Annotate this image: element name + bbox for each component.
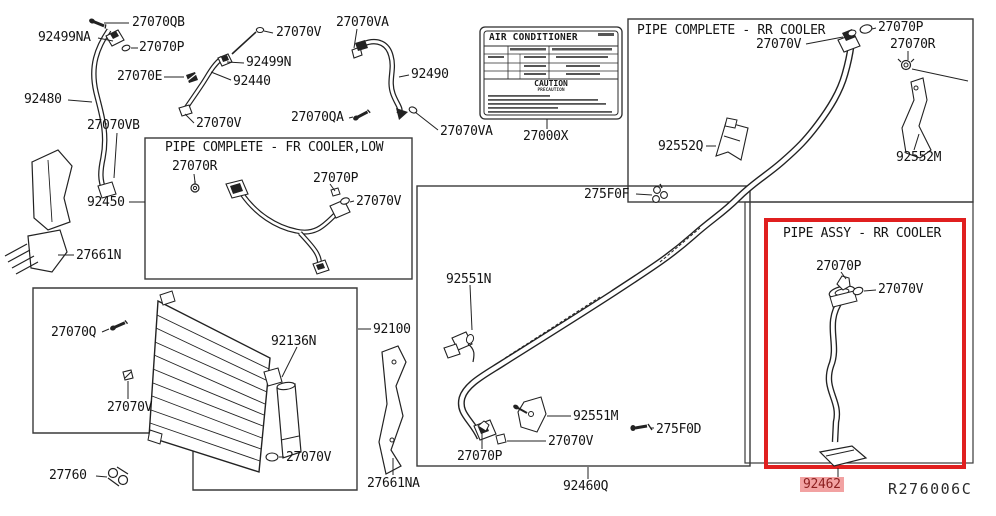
rr-assy-box-title: PIPE ASSY - RR COOLER xyxy=(783,226,942,241)
hose-92480-drawing xyxy=(91,28,131,199)
clamp-27760-drawing xyxy=(107,466,129,487)
part-label-275f0d[interactable]: 275F0D xyxy=(656,422,702,437)
pipe-92440-drawing xyxy=(178,26,265,117)
bracket-27661n-drawing xyxy=(4,149,73,275)
leader-lines xyxy=(58,22,920,479)
part-label-27070p[interactable]: 27070P xyxy=(878,20,924,35)
section-box-outlines xyxy=(32,18,974,491)
sticker-fine-print-bars xyxy=(488,33,614,113)
rr-cooler-box-title: PIPE COMPLETE - RR COOLER xyxy=(637,23,826,38)
clip-275f0f-drawing xyxy=(652,183,668,203)
part-label-27070vb[interactable]: 27070VB xyxy=(87,118,140,133)
part-label-27661n[interactable]: 27661N xyxy=(76,248,122,263)
part-label-27070qa[interactable]: 27070QA xyxy=(291,110,344,125)
part-label-92499n[interactable]: 92499N xyxy=(246,55,292,70)
part-label-27070r[interactable]: 27070R xyxy=(890,37,936,52)
diagram-ref-code: R276006C xyxy=(888,480,973,498)
part-label-27070va[interactable]: 27070VA xyxy=(440,124,493,139)
bolt-27070qa-drawing xyxy=(353,109,371,121)
rear-main-pipe-drawing xyxy=(457,24,873,445)
part-label-27070v[interactable]: 27070V xyxy=(756,37,802,52)
part-label-27000x[interactable]: 27000X xyxy=(523,129,569,144)
part-label-27070qb[interactable]: 27070QB xyxy=(132,15,185,30)
rr-assy-pipe-drawing xyxy=(818,275,868,467)
part-label-27070v[interactable]: 27070V xyxy=(286,450,332,465)
part-label-92552m[interactable]: 92552M xyxy=(896,150,942,165)
condenser-box-outline xyxy=(32,287,358,491)
part-label-27070va[interactable]: 27070VA xyxy=(336,15,389,30)
part-label-27661na[interactable]: 27661NA xyxy=(367,476,420,491)
rr-assy-outer-box-outline xyxy=(744,201,974,464)
part-label-92551m[interactable]: 92551M xyxy=(573,409,619,424)
bracket-92552m-drawing xyxy=(901,77,932,159)
bolt-275f0d-drawing xyxy=(630,423,653,431)
part-label-27070r[interactable]: 27070R xyxy=(172,159,218,174)
part-label-27070p[interactable]: 27070P xyxy=(313,171,359,186)
pipe-92490-drawing xyxy=(351,38,418,120)
part-label-92552q[interactable]: 92552Q xyxy=(658,139,704,154)
part-label-92450[interactable]: 92450 xyxy=(87,195,125,210)
part-label-27070v[interactable]: 27070V xyxy=(196,116,242,131)
grommet-27070r-drawing xyxy=(897,58,969,82)
clip-27070v-condenser-bottom xyxy=(265,452,279,462)
sticker-precaution-heading: PRECAUTION xyxy=(537,88,565,93)
part-label-27070p[interactable]: 27070P xyxy=(816,259,862,274)
part-label-92551n[interactable]: 92551N xyxy=(446,272,492,287)
part-label-92462-highlighted[interactable]: 92462 xyxy=(800,477,844,492)
part-label-27760[interactable]: 27760 xyxy=(49,468,87,483)
fr-cooler-box-title: PIPE COMPLETE - FR COOLER,LOW xyxy=(165,140,384,155)
sticker-caution-heading: CAUTION xyxy=(534,79,568,88)
part-label-92100[interactable]: 92100 xyxy=(373,322,411,337)
rr-assy-red-box-outline xyxy=(764,218,966,469)
bolt-27070qb-drawing xyxy=(89,18,107,29)
fr-cooler-box-outline xyxy=(144,137,413,280)
part-label-27070v[interactable]: 27070V xyxy=(107,400,153,415)
part-label-27070v[interactable]: 27070V xyxy=(548,434,594,449)
condenser-drawing xyxy=(122,290,302,473)
part-label-92480[interactable]: 92480 xyxy=(24,92,62,107)
part-label-27070q[interactable]: 27070Q xyxy=(51,325,97,340)
part-label-92490[interactable]: 92490 xyxy=(411,67,449,82)
part-label-27070p[interactable]: 27070P xyxy=(139,40,185,55)
rear-pipe-box-outline xyxy=(416,185,751,467)
bracket-92551m-drawing xyxy=(513,396,547,433)
bracket-92552q-drawing xyxy=(715,117,749,161)
sticker-title: AIR CONDITIONER xyxy=(489,32,578,43)
bracket-27661na-drawing xyxy=(378,345,407,475)
part-label-27070v[interactable]: 27070V xyxy=(878,282,924,297)
part-label-92499na[interactable]: 92499NA xyxy=(38,30,91,45)
part-label-92460q[interactable]: 92460Q xyxy=(563,479,609,494)
part-label-92136n[interactable]: 92136N xyxy=(271,334,317,349)
bolt-27070q-drawing xyxy=(110,320,129,331)
fitting-92551n-drawing xyxy=(443,331,475,363)
part-label-27070v[interactable]: 27070V xyxy=(276,25,322,40)
part-label-275f0f[interactable]: 275F0F xyxy=(584,187,630,202)
ac-sticker-drawing xyxy=(479,26,623,120)
part-label-92440[interactable]: 92440 xyxy=(233,74,271,89)
fr-cooler-pipe-drawing xyxy=(190,179,351,275)
part-label-27070v[interactable]: 27070V xyxy=(356,194,402,209)
part-label-27070e[interactable]: 27070E xyxy=(117,69,163,84)
part-label-27070p[interactable]: 27070P xyxy=(457,449,503,464)
